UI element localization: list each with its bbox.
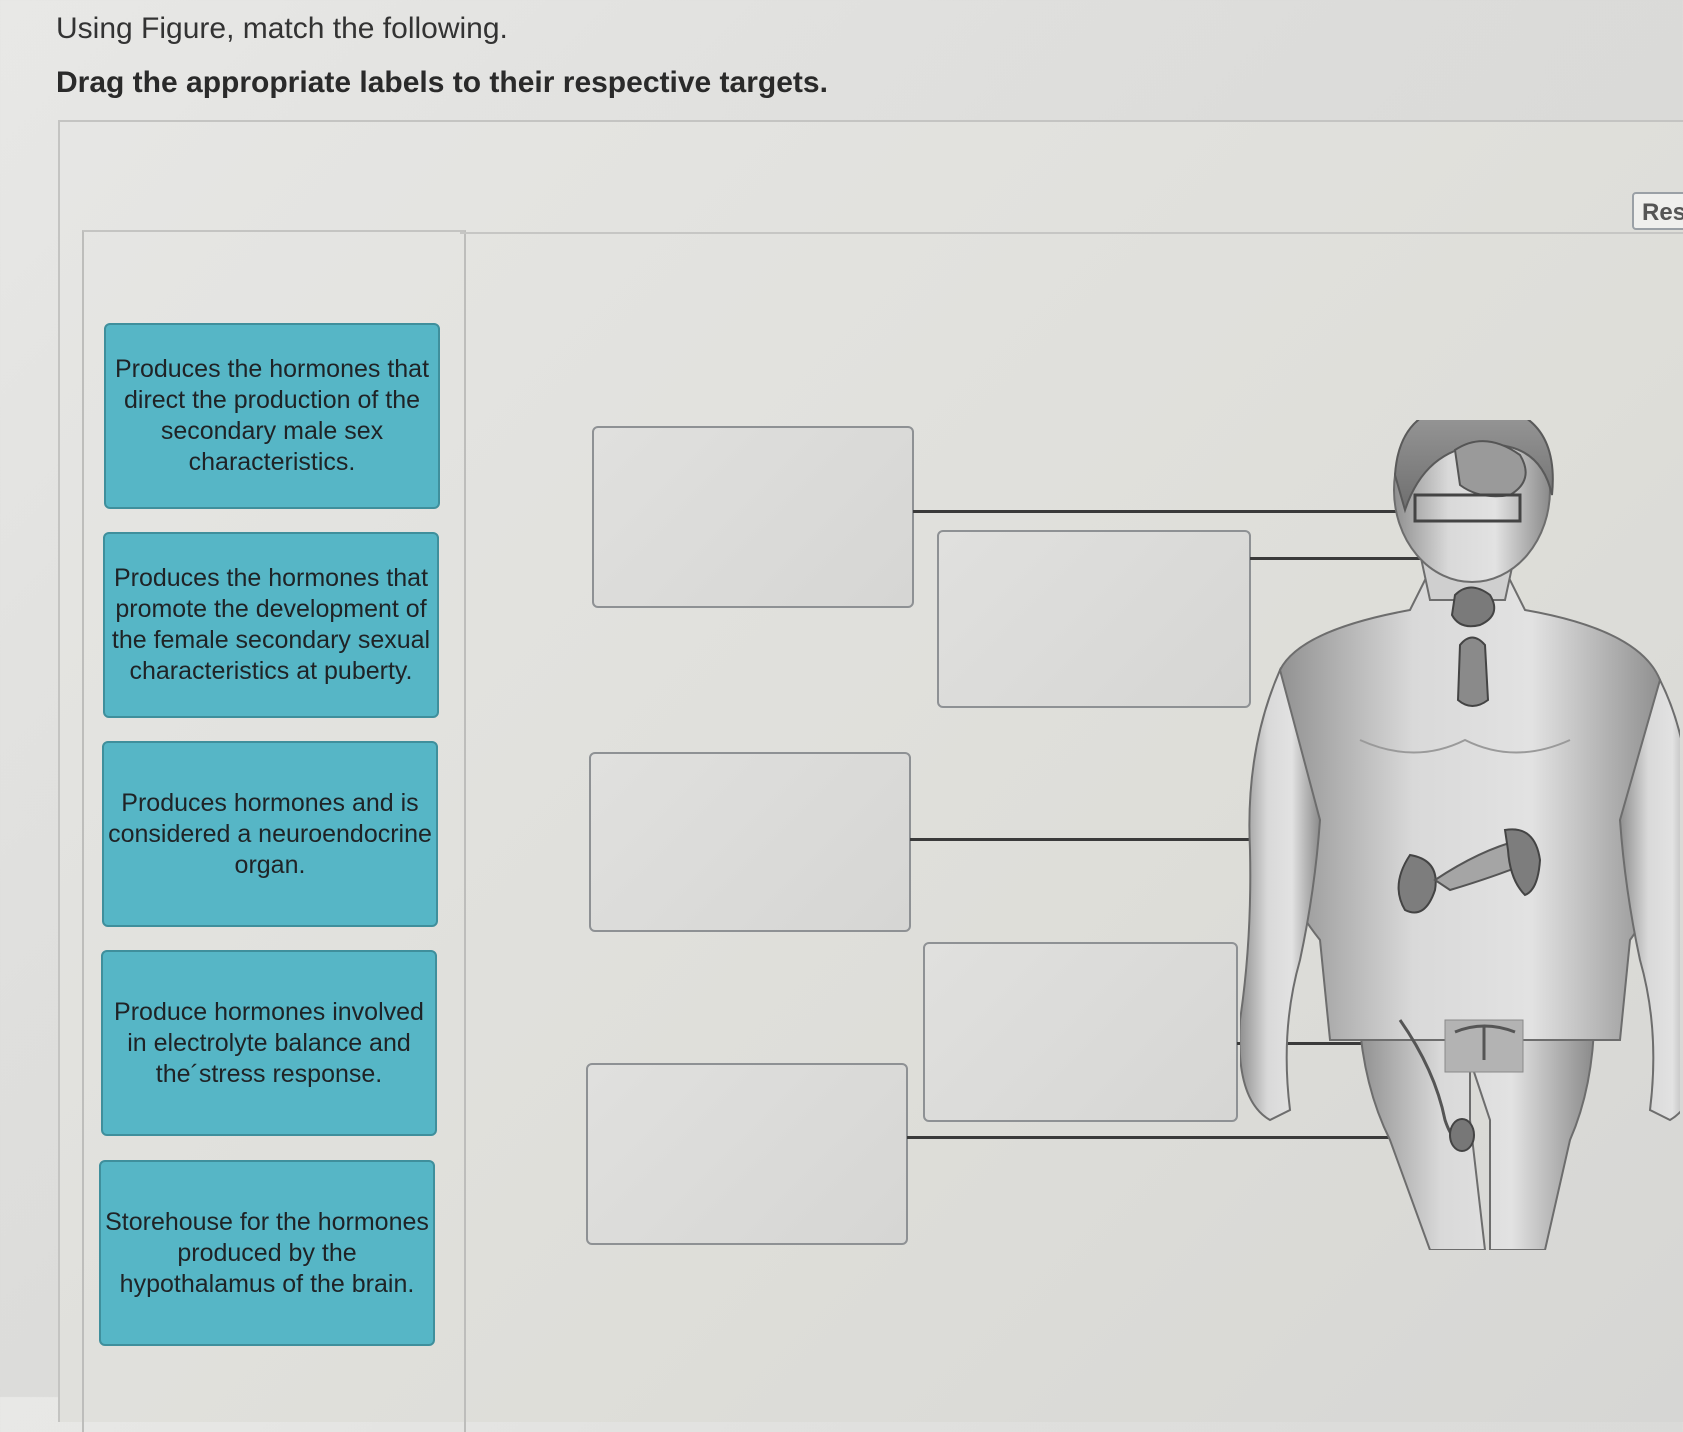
leader-line-5	[907, 1136, 1462, 1139]
label-neuroendocrine-organ[interactable]: Produces hormones and is considered a ne…	[102, 741, 438, 927]
instruction-text: Using Figure, match the following.	[56, 12, 508, 45]
label-bank	[82, 230, 466, 1432]
directive-text: Drag the appropriate labels to their res…	[56, 66, 828, 99]
reset-button[interactable]: Res	[1632, 192, 1683, 230]
human-body-figure	[1240, 420, 1680, 1250]
label-electrolyte-stress[interactable]: Produce hormones involved in electrolyte…	[101, 950, 437, 1136]
leader-line-2	[1250, 557, 1458, 560]
label-female-sex-hormones[interactable]: Produces the hormones that promote the d…	[103, 532, 439, 718]
label-hormone-storehouse[interactable]: Storehouse for the hormones produced by …	[99, 1160, 435, 1346]
label-male-sex-hormones[interactable]: Produces the hormones that direct the pr…	[104, 323, 440, 509]
leader-line-4	[1237, 1042, 1477, 1045]
divider	[460, 232, 1683, 234]
drop-target-5[interactable]	[586, 1063, 908, 1245]
drop-target-2[interactable]	[937, 530, 1251, 708]
leader-line-1	[913, 510, 1458, 513]
drop-target-1[interactable]	[592, 426, 914, 608]
drop-target-4[interactable]	[923, 942, 1238, 1122]
leader-line-3	[910, 838, 1495, 841]
drop-target-3[interactable]	[589, 752, 911, 932]
